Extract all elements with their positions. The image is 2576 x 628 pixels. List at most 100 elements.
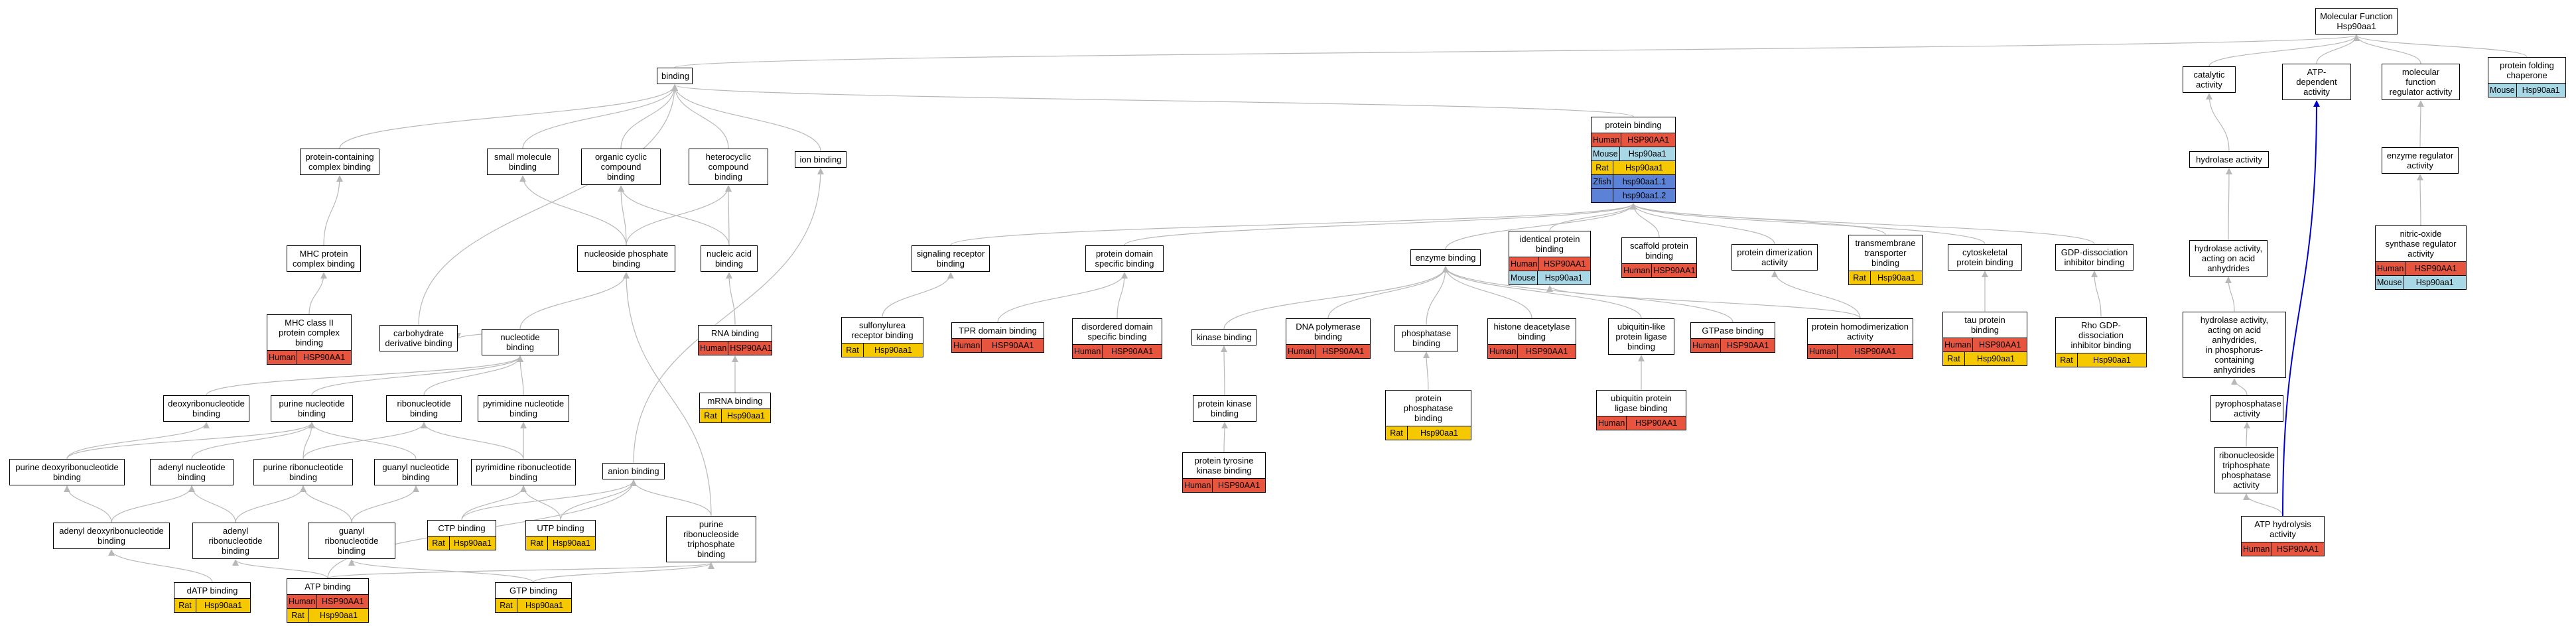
go-term-mf[interactable]: Molecular Function Hsp90aa1 xyxy=(2315,8,2398,34)
is-a-edge xyxy=(520,485,561,521)
go-term-carbo[interactable]: carbohydrate derivative binding xyxy=(379,325,458,351)
go-term-smallmol[interactable]: small molecule binding xyxy=(487,149,559,175)
go-term-cytoskel[interactable]: cytoskeletal protein binding xyxy=(1948,244,2022,271)
go-term-nucleotide[interactable]: nucleotide binding xyxy=(482,329,559,355)
gene-symbol: Hsp90aa1 xyxy=(1613,161,1675,174)
go-term-mhcprot[interactable]: MHC protein complex binding xyxy=(287,245,361,272)
go-term-label: MHC class II protein complex binding xyxy=(279,318,340,347)
go-term-hetcyc[interactable]: heterocyclic compound binding xyxy=(689,149,768,185)
gene-symbol: hsp90aa1.2 xyxy=(1613,189,1675,202)
go-term-label: purine deoxyribonucleotide binding xyxy=(15,462,119,482)
species-label: Human xyxy=(267,351,298,364)
go-term-hydacidP[interactable]: hydrolase activity, acting on acid anhyd… xyxy=(2183,312,2286,378)
go-term-sigrec[interactable]: signaling receptor binding xyxy=(912,245,990,272)
is-a-edge xyxy=(2243,422,2250,448)
gene-symbol: HSP90AA1 xyxy=(1652,264,1696,277)
go-term-label: ubiquitin protein ligase binding xyxy=(1611,393,1672,413)
go-term-ion[interactable]: ion binding xyxy=(795,151,847,168)
go-term-label: nucleotide binding xyxy=(500,332,540,352)
go-term-purdeoxy[interactable]: purine deoxyribonucleotide binding xyxy=(9,459,125,485)
go-term-kinase[interactable]: kinase binding xyxy=(1191,329,1256,345)
go-term-anion[interactable]: anion binding xyxy=(602,463,665,479)
go-term-protdom[interactable]: protein domain specific binding xyxy=(1085,245,1164,272)
go-term-enzbind[interactable]: enzyme binding xyxy=(1410,249,1481,266)
go-term-orgcyc[interactable]: organic cyclic compound binding xyxy=(581,149,661,185)
go-term-adenylribo[interactable]: adenyl ribonucleotide binding xyxy=(192,523,279,559)
go-term-pyrophos[interactable]: pyrophosphatase activity xyxy=(2210,395,2283,422)
go-term-hydrolase[interactable]: hydrolase activity xyxy=(2189,151,2269,168)
go-term-mfreg[interactable]: molecular function regulator activity xyxy=(2382,64,2460,100)
go-term-pyrimribo[interactable]: pyrimidine ribonucleotide binding xyxy=(471,459,576,485)
go-term-hydacid[interactable]: hydrolase activity, acting on acid anhyd… xyxy=(2189,240,2268,277)
is-a-edge xyxy=(671,84,821,152)
go-term-binding[interactable]: binding xyxy=(657,68,693,84)
go-term-ribonuc[interactable]: ribonucleotide binding xyxy=(386,395,462,422)
go-term-catalytic[interactable]: catalytic activity xyxy=(2183,66,2236,93)
go-term-deoxyribo[interactable]: deoxyribonucleotide binding xyxy=(163,395,249,422)
gene-symbol: HSP90AA1 xyxy=(297,351,351,364)
go-term-guanylribo[interactable]: guanyl ribonucleotide binding xyxy=(308,523,395,559)
is-a-edge xyxy=(327,562,714,579)
go-term-label: disordered domain specific binding xyxy=(1081,322,1153,342)
go-term-pcc[interactable]: protein-containing complex binding xyxy=(300,149,379,175)
is-a-edge xyxy=(620,84,678,149)
is-a-edge xyxy=(235,485,306,523)
is-a-edge xyxy=(1221,345,1228,396)
go-term-nos[interactable]: nitric-oxide synthase regulator activity… xyxy=(2375,225,2467,290)
go-term-protdimer[interactable]: protein dimerization activity xyxy=(1731,244,1818,271)
go-term-label: protein folding chaperone xyxy=(2500,60,2554,80)
go-term-gdpdiss[interactable]: GDP-dissociation inhibitor binding xyxy=(2055,244,2134,271)
go-term-purinenuc[interactable]: purine nucleotide binding xyxy=(271,395,353,422)
go-term-ntphos[interactable]: nucleoside phosphate binding xyxy=(577,245,675,272)
go-term-purrntp[interactable]: purine ribonucleoside triphosphate bindi… xyxy=(666,516,756,562)
go-term-enzreg[interactable]: enzyme regulator activity xyxy=(2382,147,2459,174)
go-term-phosph[interactable]: phosphatase binding xyxy=(1394,325,1458,351)
go-term-adenylnuc[interactable]: adenyl nucleotide binding xyxy=(150,459,234,485)
is-a-edge xyxy=(2231,378,2248,396)
gene-symbol: Hsp90aa1 xyxy=(1965,352,2027,365)
go-term-adenyldeoxy[interactable]: adenyl deoxyribonucleotide binding xyxy=(53,523,170,549)
go-term-pyrimnuc[interactable]: pyrimidine nucleotide binding xyxy=(478,395,569,422)
go-term-label: binding xyxy=(661,71,689,81)
go-term-purribo[interactable]: purine ribonucleotide binding xyxy=(253,459,353,485)
go-term-rntp[interactable]: ribonucleoside triphosphate phosphatase … xyxy=(2214,447,2278,493)
species-label: Human xyxy=(1597,416,1627,430)
go-term-nucacid[interactable]: nucleic acid binding xyxy=(701,245,758,272)
go-term-protkin[interactable]: protein kinase binding xyxy=(1193,395,1256,422)
go-term-guanylnuc[interactable]: guanyl nucleotide binding xyxy=(374,459,458,485)
go-term-ubilike[interactable]: ubiquitin-like protein ligase binding xyxy=(1608,318,1674,355)
is-a-edge xyxy=(232,559,328,579)
go-term-atpdep[interactable]: ATP-dependent activity xyxy=(2282,64,2351,100)
